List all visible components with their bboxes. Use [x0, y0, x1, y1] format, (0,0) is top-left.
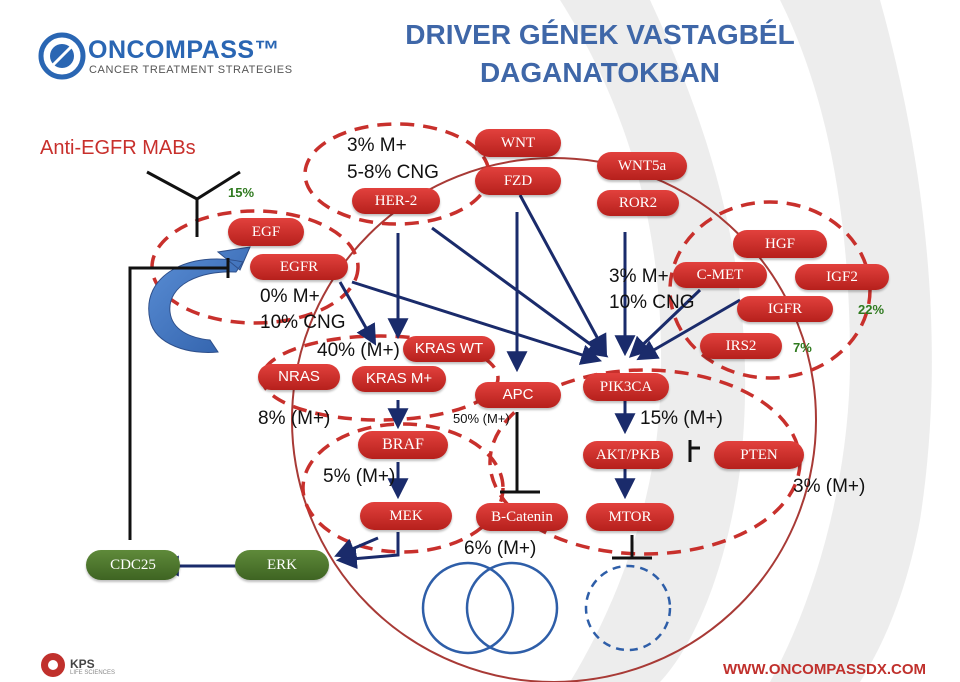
- node-irs2: IRS2: [700, 333, 782, 359]
- node-wnt: WNT: [475, 129, 561, 157]
- page-title: DRIVER GÉNEK VASTAGBÉL DAGANATOKBAN: [330, 16, 870, 92]
- node-akt-pkb: AKT/PKB: [583, 441, 673, 469]
- logo-brand: ONCOMPASS™: [88, 36, 281, 64]
- node-pten: PTEN: [714, 441, 804, 469]
- arrow-igfr-pik3ca: [636, 298, 741, 361]
- cell-membrane-circle: [291, 157, 817, 682]
- pik3ca-pct: 15% (M+): [640, 408, 723, 429]
- pct-15: 15%: [228, 185, 255, 200]
- node-pik3ca: PIK3CA: [583, 373, 669, 401]
- braf-mek-dashed-group: [301, 422, 505, 554]
- arrow-egfr-pik3ca: [351, 280, 603, 365]
- node-egfr: EGFR: [250, 254, 348, 280]
- arrow-egfr-kras: [338, 281, 377, 346]
- met-igf-dashed-group: [668, 200, 872, 380]
- kps-brand: KPS: [70, 657, 95, 671]
- node-fzd: FZD: [475, 167, 561, 195]
- node-erk: ERK: [235, 550, 329, 580]
- node-hgf: HGF: [733, 230, 827, 258]
- anti-egfr-label: Anti-EGFR MABs: [40, 137, 196, 159]
- pten-pct: 3% (M+): [793, 476, 866, 497]
- oncompass-logo-icon: [38, 32, 86, 80]
- her2-cng-pct: 5-8% CNG: [347, 162, 439, 183]
- node-cmet: C-MET: [673, 262, 767, 288]
- met-mutation-pct: 3% M+: [609, 266, 669, 287]
- arrow-mek-egfr-back: [334, 536, 379, 559]
- title-line-1: DRIVER GÉNEK VASTAGBÉL: [405, 19, 795, 50]
- kps-logo-icon: [41, 653, 65, 677]
- nras-pct: 8% (M+): [258, 408, 331, 429]
- node-mtor: MTOR: [586, 503, 674, 531]
- curved-blue-arrow: [148, 246, 251, 354]
- apc-pct: 50% (M+): [453, 411, 510, 426]
- pct-22: 22%: [858, 302, 885, 317]
- kps-subtitle: LIFE SCIENCES: [70, 670, 116, 676]
- logo-tagline: CANCER TREATMENT STRATEGIES: [89, 64, 293, 76]
- node-cdc25: CDC25: [86, 550, 180, 580]
- cycle-circle-2: [465, 561, 559, 655]
- egfr-mutation-pct: 0% M+: [260, 286, 320, 307]
- node-ror2: ROR2: [597, 190, 679, 216]
- node-kras-mutant: KRAS M+: [352, 366, 446, 392]
- cycle-circle-1: [421, 561, 515, 655]
- node-braf: BRAF: [358, 431, 448, 459]
- node-igf2: IGF2: [795, 264, 889, 290]
- title-line-2: DAGANATOKBAN: [479, 57, 721, 88]
- node-igfr: IGFR: [737, 296, 833, 322]
- bcatenin-pct: 6% (M+): [464, 538, 537, 559]
- cycle-circle-dashed: [584, 564, 672, 652]
- node-nras: NRAS: [258, 364, 340, 390]
- egfr-cng-pct: 10% CNG: [260, 312, 346, 333]
- node-her2: HER-2: [352, 188, 440, 214]
- node-kras-wt: KRAS WT: [403, 336, 495, 362]
- node-egf: EGF: [228, 218, 304, 246]
- node-wnt5a: WNT5a: [597, 152, 687, 180]
- braf-pct: 5% (M+): [323, 466, 396, 487]
- arrow-mek-erk: [335, 532, 400, 570]
- her2-mutation-pct: 3% M+: [347, 135, 407, 156]
- pct-7: 7%: [793, 340, 812, 355]
- node-bcatenin: B-Catenin: [476, 503, 568, 531]
- kras-pct: 40% (M+): [317, 340, 400, 361]
- node-apc: APC: [475, 382, 561, 408]
- website-link[interactable]: WWW.ONCOMPASSDX.COM: [723, 661, 927, 678]
- arrow-fzd-pik3ca: [518, 194, 607, 356]
- met-cng-pct: 10% CNG: [609, 292, 695, 313]
- node-mek: MEK: [360, 502, 452, 530]
